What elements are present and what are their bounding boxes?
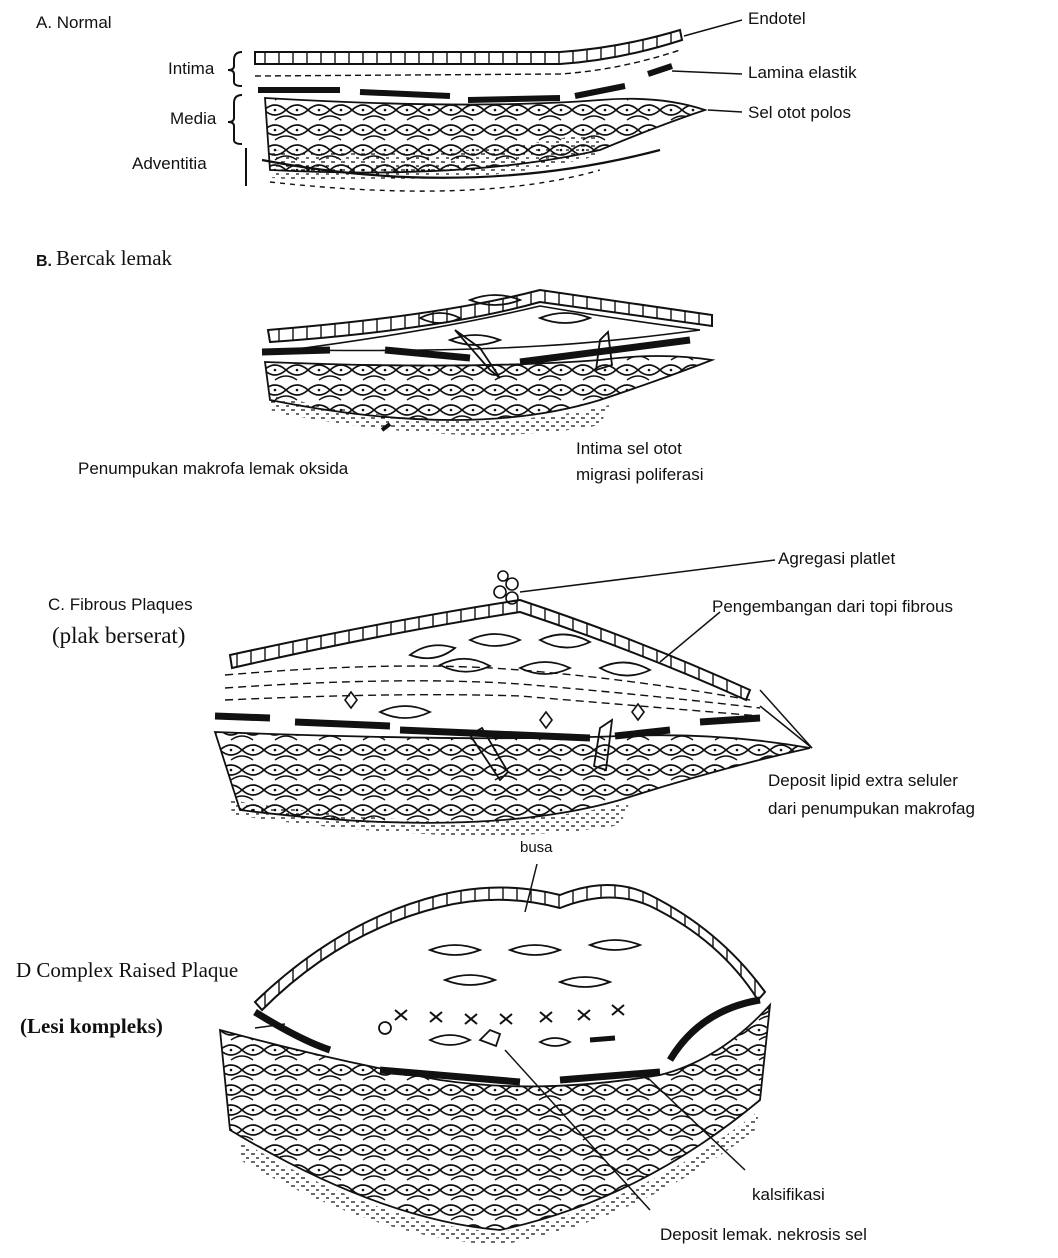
macrophage-label: Penumpukan makrofa lemak oksida xyxy=(78,460,348,477)
panel-b-letter: B. xyxy=(36,254,52,270)
panel-a-title: A. Normal xyxy=(36,14,112,31)
lipid-deposit-label-1: Deposit lipid extra seluler xyxy=(768,772,958,789)
smooth-muscle-migration-label-1: Intima sel otot xyxy=(576,440,682,457)
calcification-label: kalsifikasi xyxy=(752,1186,825,1203)
panel-d-drawing xyxy=(220,864,770,1245)
adventitia-label: Adventitia xyxy=(132,155,207,172)
panel-b-drawing xyxy=(262,290,712,435)
fibrous-cap-label: Pengembangan dari topi fibrous xyxy=(712,598,953,615)
panel-b-title: Bercak lemak xyxy=(56,248,172,269)
panel-c-subtitle: (plak berserat) xyxy=(52,624,185,647)
panel-c-title: C. Fibrous Plaques xyxy=(48,596,193,613)
smooth-muscle-label: Sel otot polos xyxy=(748,104,851,121)
elastic-lamina-label: Lamina elastik xyxy=(748,64,857,81)
media-label: Media xyxy=(170,110,216,127)
panel-d-subtitle: (Lesi kompleks) xyxy=(20,1016,163,1037)
lipid-deposit-label-2: dari penumpukan makrofag xyxy=(768,800,975,817)
smooth-muscle-migration-label-2: migrasi poliferasi xyxy=(576,466,704,483)
panel-d-title: D Complex Raised Plaque xyxy=(16,960,238,981)
panel-a-drawing xyxy=(228,20,742,191)
platelet-label: Agregasi platlet xyxy=(778,550,895,567)
endothelium-label: Endotel xyxy=(748,10,806,27)
foam-label: busa xyxy=(520,840,553,855)
intima-label: Intima xyxy=(168,60,214,77)
necrosis-label: Deposit lemak. nekrosis sel xyxy=(660,1226,867,1243)
